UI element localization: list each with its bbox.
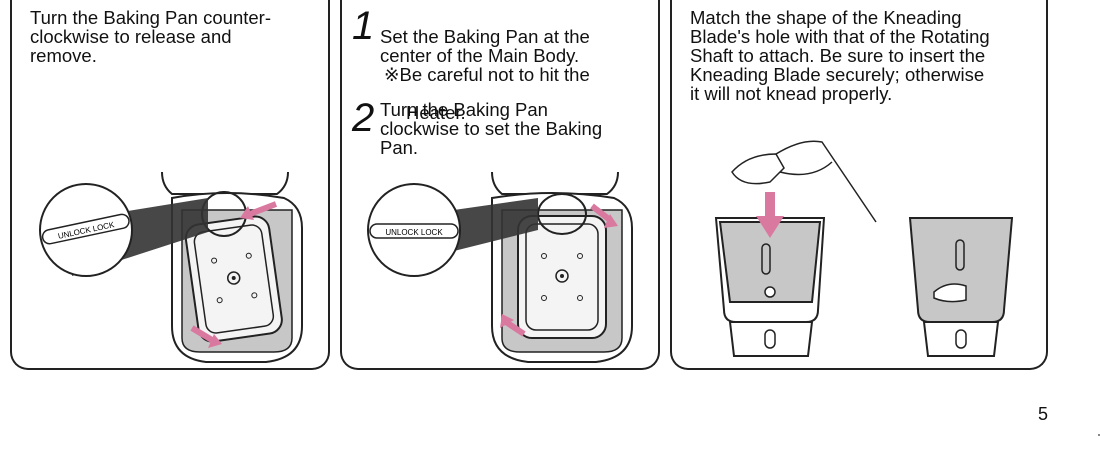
step-2-text: Turn the Baking Pan clockwise to set the… — [380, 99, 603, 158]
remove-pan-illustration: UNLOCK LOCK — [39, 171, 303, 363]
remove-instructions: Turn the Baking Pan counter- clockwise t… — [30, 7, 271, 66]
step-1-number: 1 — [352, 4, 375, 48]
step-1-note: ※Be careful not to hit the — [384, 64, 590, 85]
lock-label: UNLOCK LOCK — [385, 228, 443, 237]
step-2-number: 2 — [352, 96, 375, 140]
step-1-text: Set the Baking Pan at the center of the … — [380, 26, 590, 66]
panel-set-pan: 1 Set the Baking Pan at the center of th… — [340, 0, 660, 370]
step-1-note-line2: Heater. — [406, 102, 466, 123]
page-number: 5 — [1037, 404, 1048, 424]
blade-instructions: Match the shape of the Kneading Blade's … — [690, 7, 990, 104]
edge-mark — [1098, 434, 1100, 436]
set-pan-illustration: UNLOCK LOCK — [367, 171, 633, 363]
panel-remove-pan: Turn the Baking Pan counter- clockwise t… — [10, 0, 330, 370]
blade-illustration — [714, 140, 1014, 357]
panel-attach-blade: Match the shape of the Kneading Blade's … — [670, 0, 1048, 370]
